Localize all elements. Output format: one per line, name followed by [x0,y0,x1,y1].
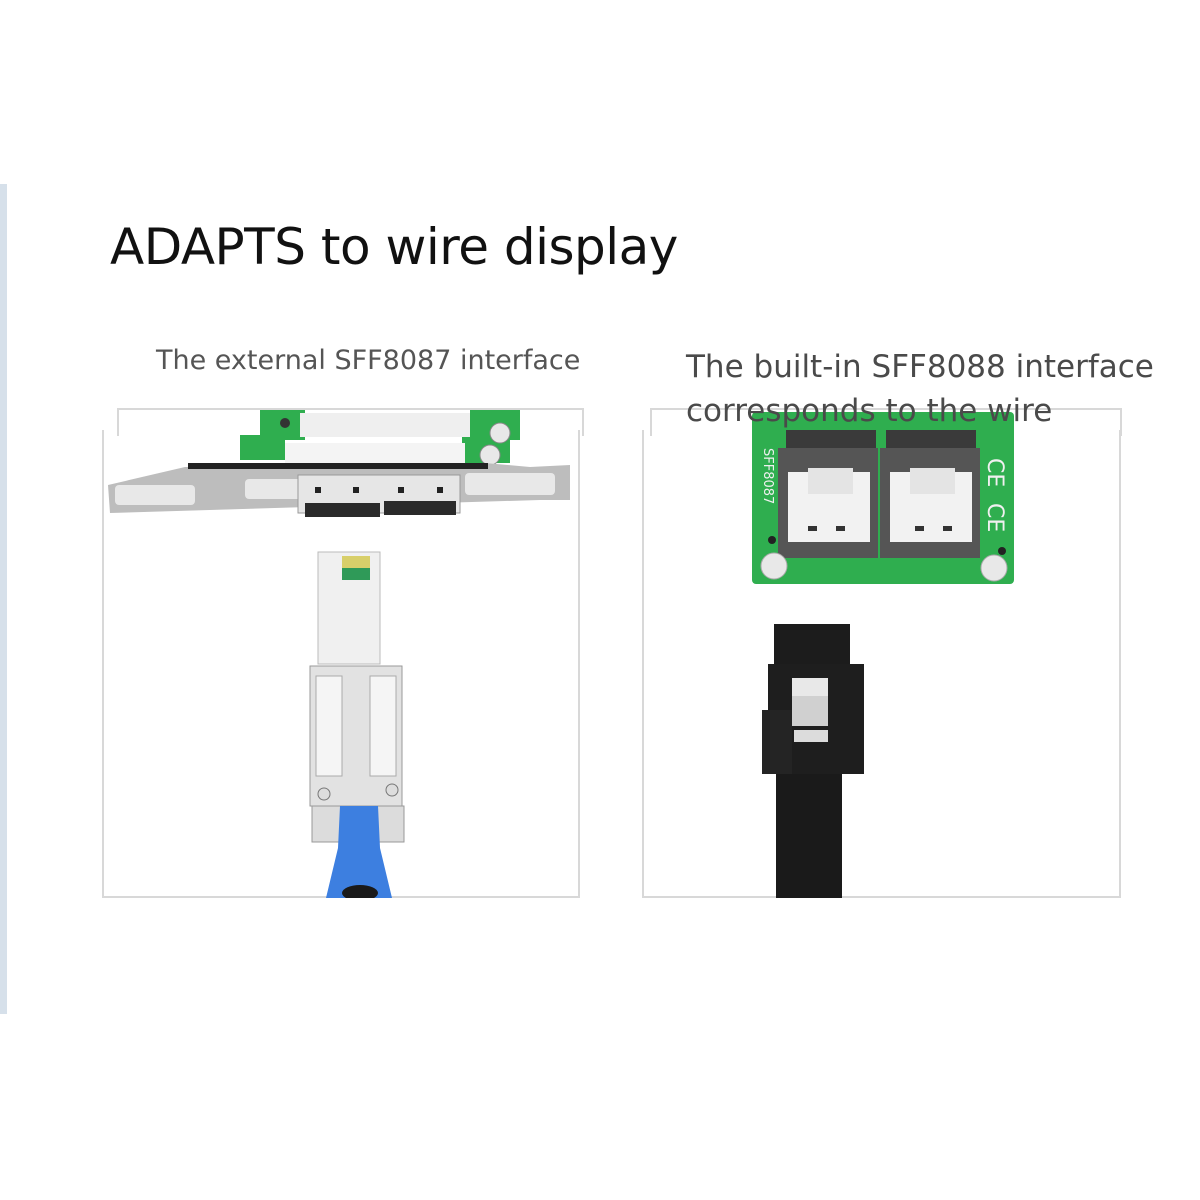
sff8088-cable-plug-image [309,551,405,898]
right-panel-top-frame [650,408,1122,436]
right-product-panel [642,430,1121,898]
caption-external-interface: The external SFF8087 interface [156,345,581,376]
external-bracket-image [108,410,570,517]
caption-right-line1: The built-in SFF8088 interface [686,349,1154,385]
left-panel-top-frame [117,408,584,436]
board-label: SFF8087 [760,448,775,504]
left-edge-bar [0,184,7,1014]
sff8087-adapter-board-image: CE CE SFF8087 [752,412,1014,584]
caption-builtin-interface: The built-in SFF8088 interface correspon… [686,345,1154,433]
caption-right-line2: corresponds to the wire [686,393,1053,429]
svg-text:CE: CE [982,503,1007,532]
svg-text:CE: CE [982,458,1007,487]
sff8087-cable-plug-image [762,624,864,898]
page-title: ADAPTS to wire display [110,218,678,276]
